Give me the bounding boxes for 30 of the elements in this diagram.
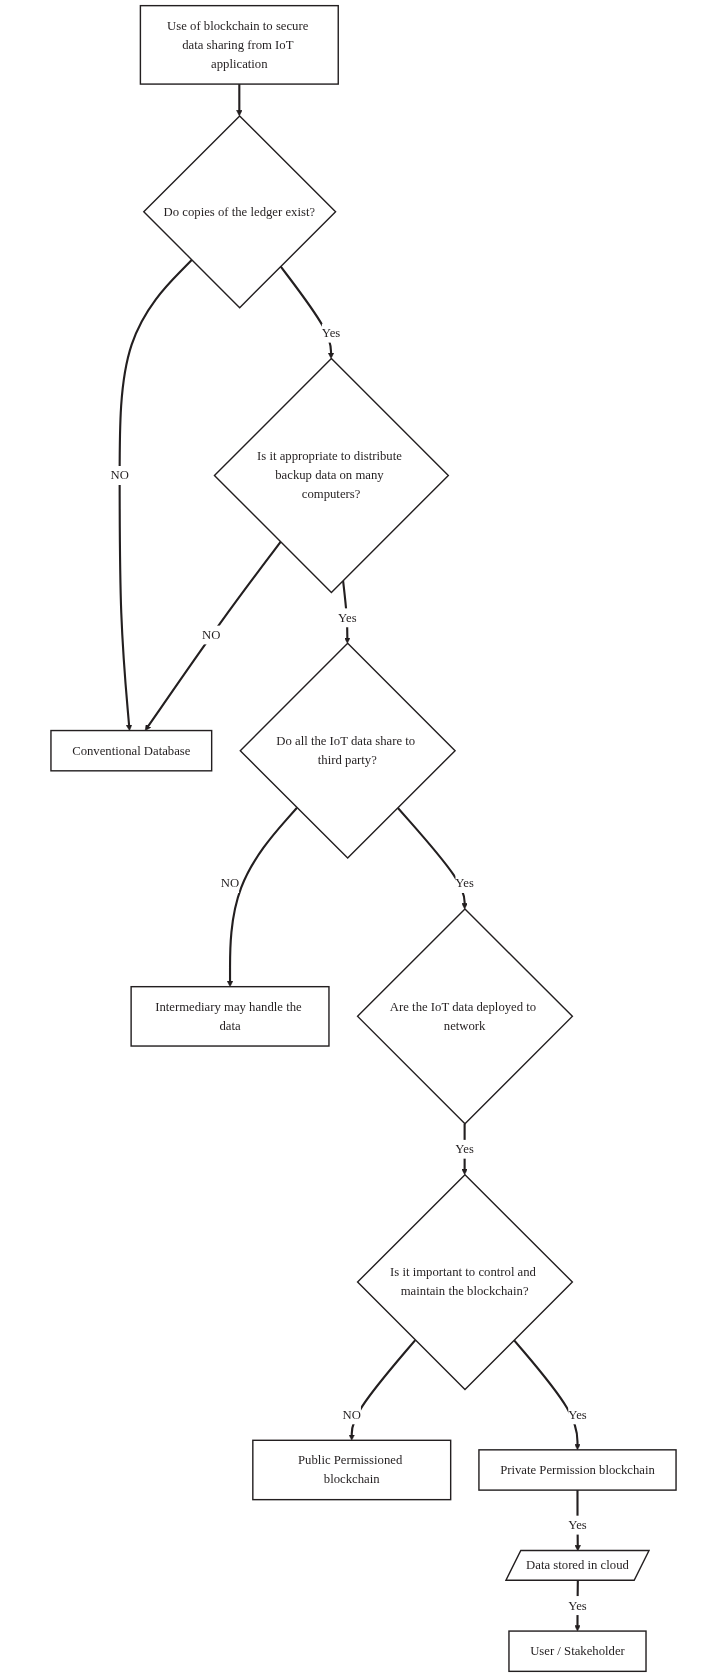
edge-label: Yes bbox=[568, 1517, 587, 1532]
arrow bbox=[279, 265, 335, 359]
arrow bbox=[348, 1339, 417, 1441]
arrow bbox=[144, 541, 282, 731]
node-box: Conventional Database bbox=[50, 729, 213, 772]
arrow bbox=[118, 259, 193, 731]
edge-label: NO bbox=[342, 1407, 361, 1422]
edge-label: Yes bbox=[338, 610, 357, 625]
edge-label: NO bbox=[220, 876, 240, 891]
node-box: Intermediary may handle the data bbox=[130, 985, 330, 1047]
node-diamond: Are the IoT data deployed to network bbox=[356, 907, 574, 1125]
node-box: Public Permissioned blockchain bbox=[252, 1439, 452, 1501]
edge-label: NO bbox=[202, 627, 221, 642]
edge-label: Yes bbox=[321, 325, 341, 340]
node-box: Use of blockchain to secure data sharing from IoT application bbox=[139, 4, 339, 85]
node-diamond: Is it important to control and maintain the blockchain? bbox=[356, 1173, 574, 1391]
edge-label: Yes bbox=[455, 876, 474, 891]
node-diamond: Do all the IoT data share to third party? bbox=[239, 642, 457, 860]
edge-label: Yes bbox=[568, 1598, 587, 1613]
arrow bbox=[396, 807, 468, 910]
arrow bbox=[226, 807, 298, 987]
edge-label: NO bbox=[110, 468, 129, 483]
node-diamond: Is it appropriate to distribute backup data on many computers? bbox=[213, 357, 450, 594]
node-box: User / Stakeholder bbox=[508, 1630, 647, 1673]
node-diamond: Do copies of the ledger exist? bbox=[142, 114, 337, 309]
edge-label: Yes bbox=[568, 1407, 587, 1422]
arrow bbox=[236, 84, 243, 117]
node-box: Private Permission blockchain bbox=[478, 1449, 677, 1491]
arrow bbox=[513, 1339, 581, 1451]
edge-label: Yes bbox=[455, 1141, 474, 1156]
